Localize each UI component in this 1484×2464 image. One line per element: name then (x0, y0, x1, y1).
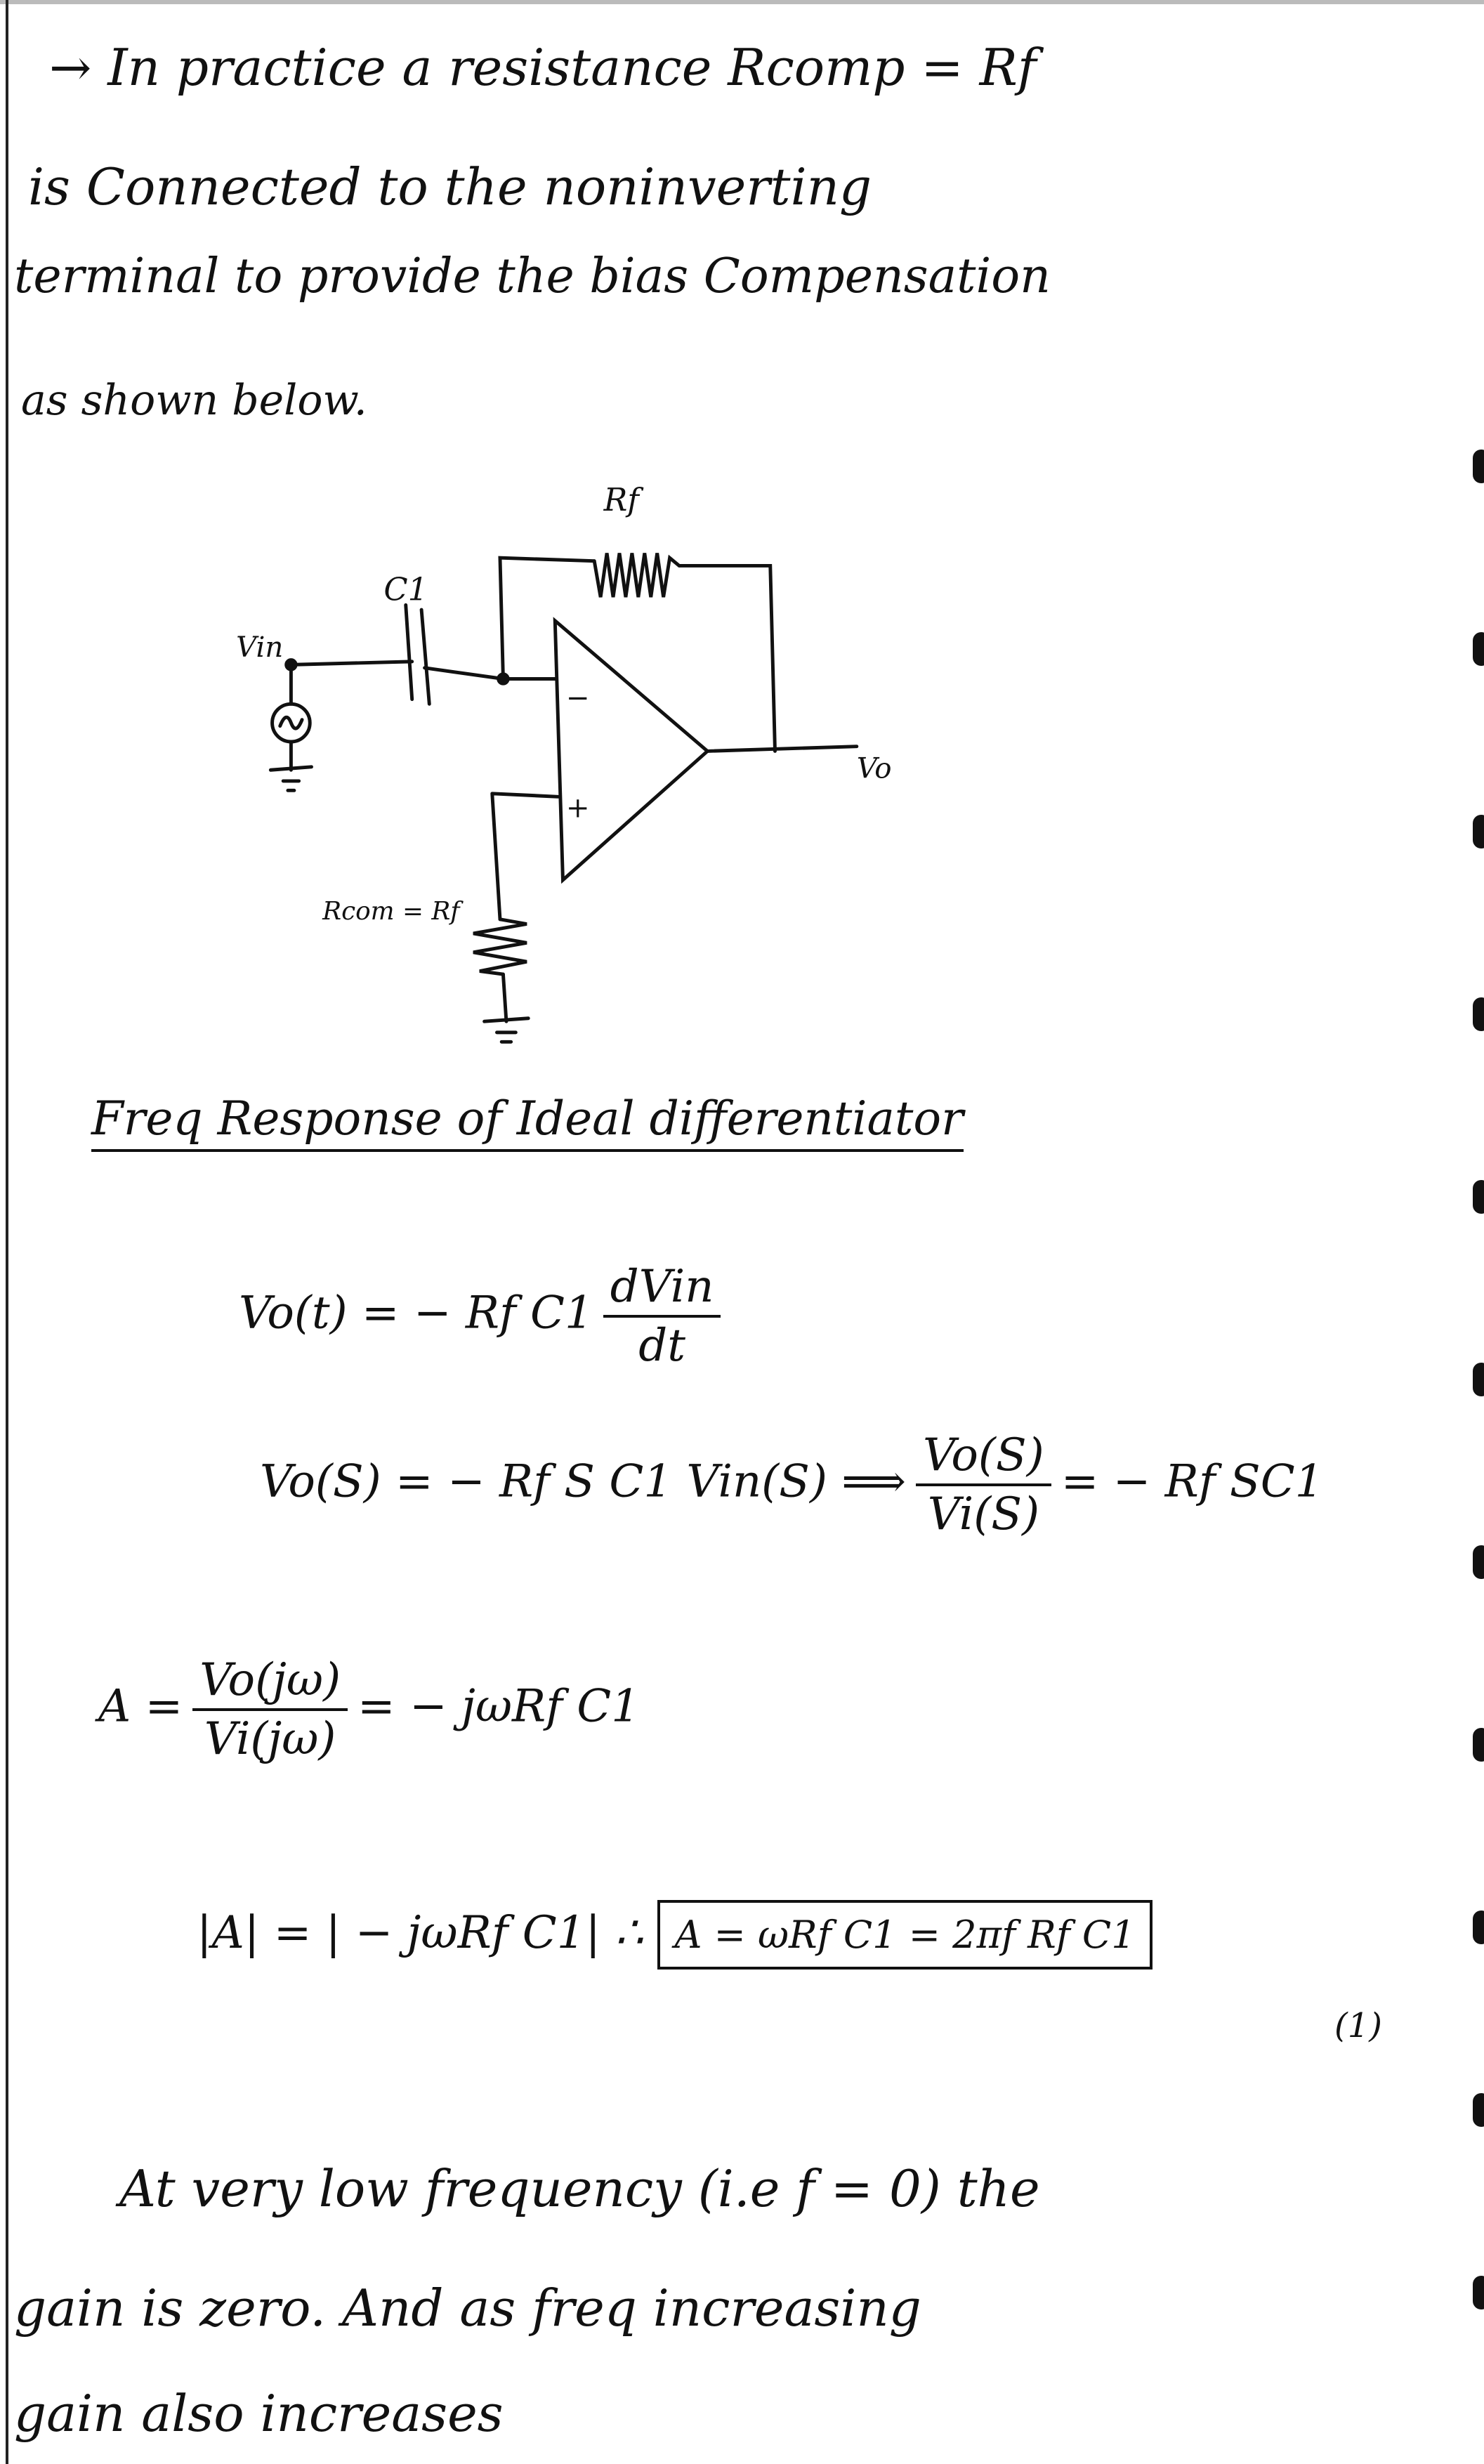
fraction-numerator: Vo(S) (916, 1433, 1051, 1486)
equation-tag: (1) (1334, 2006, 1382, 2045)
intro-line-1: → In practice a resistance Rcomp = Rf (49, 38, 1037, 97)
ground-icon (482, 1016, 530, 1044)
fraction-denominator: Vi(jω) (204, 1713, 336, 1765)
equation-rhs: = − Rf SC1 (1061, 1455, 1324, 1508)
input-wire (289, 660, 557, 681)
equation-rhs: = − jωRf C1 (357, 1680, 640, 1733)
opamp-triangle (553, 617, 711, 884)
intro-line-2: is Connected to the noninverting (28, 157, 872, 216)
binding-ring (1473, 2276, 1484, 2309)
fraction-denominator: dt (638, 1320, 685, 1372)
intro-line-3: terminal to provide the bias Compensatio… (14, 249, 1051, 304)
binding-ring (1473, 1545, 1484, 1579)
equation-lhs: Vo(t) = − Rf C1 (239, 1287, 593, 1339)
binding-ring (1473, 1363, 1484, 1396)
binding-ring (1473, 450, 1484, 483)
conclusion-line-1: At very low frequency (i.e f = 0) the (119, 2159, 1040, 2218)
vo-label: Vo (857, 752, 892, 785)
rf-label: Rf (603, 481, 645, 518)
feedback-wire (498, 556, 777, 753)
fraction-denominator: Vi(S) (927, 1488, 1040, 1540)
vin-label: Vin (236, 631, 283, 664)
equation-vo-s: Vo(S) = − Rf S C1 Vin(S) ⟹Vo(S)Vi(S) = − … (260, 1433, 1323, 1537)
rcom-label: Rcom = Rf (322, 897, 464, 926)
equation-lhs: |A| = | − jωRf C1| ∴ (197, 1907, 644, 1959)
binding-ring (1473, 632, 1484, 666)
page-top-edge (0, 0, 1484, 4)
fraction-numerator: dVin (603, 1264, 721, 1318)
plus-terminal-label: + (566, 792, 590, 824)
c1-label: C1 (383, 571, 428, 608)
binding-ring (1473, 815, 1484, 848)
section-title: Freq Response of Ideal differentiator (91, 1096, 964, 1152)
page-margin-line (6, 0, 8, 2464)
binding-ring (1473, 997, 1484, 1031)
ground-icon (268, 765, 313, 792)
binding-ring (1473, 1911, 1484, 1944)
equation-gain-a: A =Vo(jω)Vi(jω) = − jωRf C1 (98, 1658, 640, 1762)
conclusion-line-2: gain is zero. And as freq increasing (14, 2279, 921, 2338)
equation-lhs: A = (98, 1680, 183, 1733)
output-wire (705, 745, 859, 753)
equation-lhs: Vo(S) = − Rf S C1 Vin(S) ⟹ (260, 1455, 907, 1508)
boxed-result: A = ωRf C1 = 2πf Rf C1 (657, 1900, 1153, 1970)
ac-source-icon (270, 702, 312, 744)
compensation-resistor (473, 917, 527, 976)
binding-ring (1473, 1180, 1484, 1214)
capacitor-c1 (404, 603, 431, 706)
equation-magnitude: |A| = | − jωRf C1| ∴ A = ωRf C1 = 2πf Rf… (197, 1900, 1153, 1970)
noninverting-wire (490, 792, 560, 922)
minus-terminal-label: − (566, 682, 590, 714)
conclusion-line-3: gain also increases (14, 2384, 504, 2443)
binding-ring (1473, 2093, 1484, 2127)
binding-ring (1473, 1728, 1484, 1762)
fraction-numerator: Vo(jω) (192, 1658, 348, 1711)
feedback-resistor-rf (592, 553, 681, 598)
intro-line-4: as shown below. (21, 376, 367, 425)
